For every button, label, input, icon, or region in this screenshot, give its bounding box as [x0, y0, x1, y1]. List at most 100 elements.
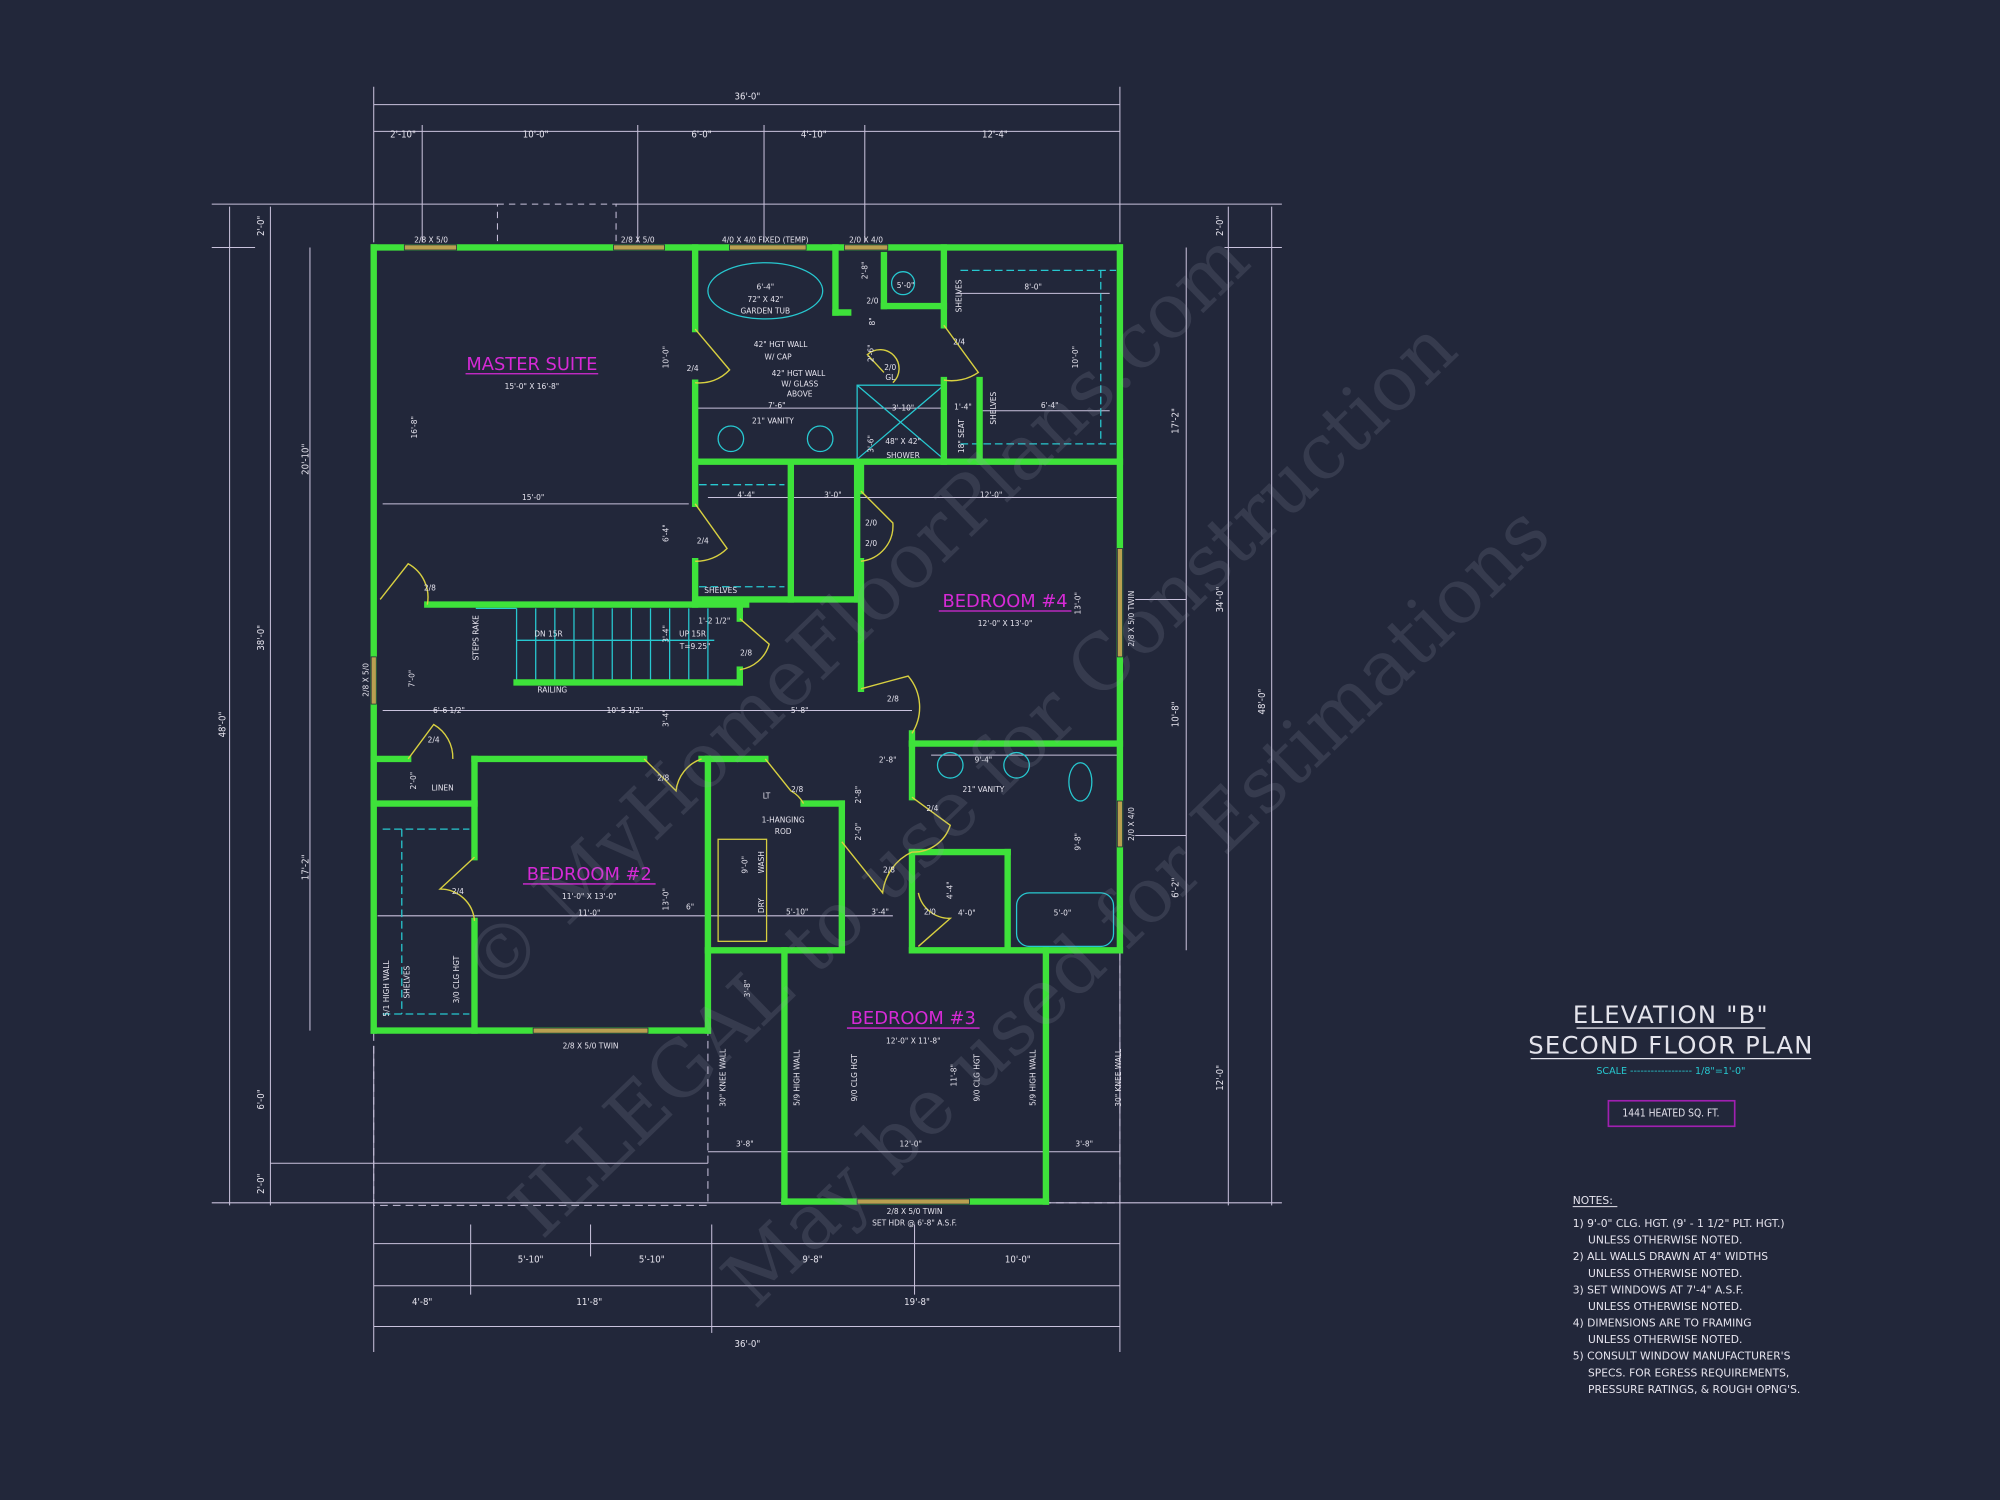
- note-line: 1) 9'-0" CLG. HGT. (9' - 1 1/2" PLT. HGT…: [1573, 1217, 1785, 1230]
- door-swing[interactable]: [407, 723, 454, 760]
- room-annotation: 10'-0": [1070, 346, 1080, 368]
- window[interactable]: [532, 1027, 649, 1034]
- room-size-bedroom-3: 12'-0" X 11'-8": [886, 1035, 941, 1045]
- dimension-label: 10'-0": [523, 130, 549, 141]
- room-name-master-suite: MASTER SUITE: [466, 354, 597, 375]
- room-annotation: 5/1 HIGH WALL: [381, 960, 391, 1017]
- room-size-bedroom-4: 12'-0" X 13'-0": [978, 618, 1033, 628]
- title-block: ELEVATION "B" SECOND FLOOR PLAN SCALE --…: [1528, 1001, 1813, 1128]
- window[interactable]: [403, 244, 458, 251]
- dimension-label: 20'-10": [301, 444, 312, 475]
- dimension-label: 5'-10": [518, 1255, 544, 1266]
- dimension-label: 19'-8": [904, 1297, 930, 1308]
- room-annotation: 2/8: [791, 784, 803, 794]
- room-annotation: 6": [686, 901, 694, 911]
- toilet: [1068, 762, 1093, 802]
- room-annotation: 3'-8": [736, 1139, 754, 1149]
- sink: [806, 425, 834, 453]
- room-annotation: 30" KNEE WALL: [718, 1048, 728, 1107]
- door-swing[interactable]: [438, 856, 476, 921]
- sink: [717, 425, 745, 453]
- room-annotation: 5'-8": [791, 705, 809, 715]
- window[interactable]: [370, 656, 377, 705]
- door-swing[interactable]: [379, 562, 429, 605]
- room-annotation: 1'-4": [954, 401, 972, 411]
- room-annotation: 6'-4": [1041, 400, 1059, 410]
- window[interactable]: [729, 244, 807, 251]
- room-annotation: 5'-0": [897, 280, 915, 290]
- title-line-1: ELEVATION "B": [1573, 1001, 1769, 1029]
- room-annotation: 2/0: [884, 362, 896, 372]
- room-annotation: 2'-0": [408, 772, 418, 790]
- dimension-label: 2'-0": [1215, 216, 1226, 236]
- room-annotation: 6'-6 1/2": [433, 705, 465, 715]
- room-annotation: 2/8: [657, 773, 669, 783]
- room-annotation: 2/4: [687, 363, 699, 373]
- dimension-label: 34'-0": [1215, 587, 1226, 613]
- door-swing[interactable]: [694, 328, 731, 384]
- note-line: 3) SET WINDOWS AT 7'-4" A.S.F.: [1573, 1283, 1744, 1296]
- door-swing[interactable]: [860, 490, 894, 562]
- dimension-label: 36'-0": [735, 1339, 761, 1350]
- title-line-2: SECOND FLOOR PLAN: [1528, 1032, 1813, 1060]
- window-label: 2/0 X 4/0: [1126, 807, 1136, 841]
- room-annotation: 16'-8": [409, 416, 419, 438]
- room-annotation: 2/4: [926, 803, 938, 813]
- door-swing[interactable]: [841, 841, 913, 895]
- window[interactable]: [1116, 800, 1123, 848]
- dimension-label: 2'-0": [256, 1173, 267, 1193]
- dimension-lines: [211, 86, 1282, 1353]
- window[interactable]: [1116, 548, 1123, 658]
- note-line: UNLESS OTHERWISE NOTED.: [1588, 1267, 1742, 1280]
- dimension-label: 17'-2": [1171, 408, 1182, 434]
- dimension-label: 10'-0": [1005, 1255, 1031, 1266]
- dashed-projection: [496, 203, 617, 248]
- door-swing[interactable]: [866, 348, 900, 384]
- room-annotation: 3'-4": [871, 906, 889, 916]
- room-annotation: 13'-0": [660, 888, 670, 910]
- room-annotation: 9'-4": [975, 755, 993, 765]
- room-annotation: 9/0 CLG HGT: [972, 1054, 982, 1102]
- room-annotation: SHELVES: [401, 965, 411, 998]
- dimension-label: 9'-8": [802, 1255, 822, 1266]
- room-annotation: 72" X 42": [747, 294, 783, 304]
- room-annotation: 2/0: [924, 906, 936, 916]
- door-swing[interactable]: [943, 324, 980, 382]
- window-label: 2/8 X 5/0: [414, 234, 448, 244]
- room-annotation: SHELVES: [988, 391, 998, 424]
- room-annotation: 11'-0": [578, 908, 600, 918]
- room-annotation: 2/4: [953, 336, 965, 346]
- door-swing[interactable]: [860, 675, 921, 734]
- window[interactable]: [613, 244, 665, 251]
- note-line: 2) ALL WALLS DRAWN AT 4" WIDTHS: [1573, 1250, 1769, 1263]
- room-annotation: 2/8: [740, 648, 752, 658]
- door-swing[interactable]: [739, 618, 770, 671]
- door-swing[interactable]: [911, 796, 952, 853]
- washer-dryer: [717, 838, 768, 942]
- dimension-label: 12'-4": [982, 130, 1008, 141]
- sink: [1003, 751, 1030, 779]
- note-line: UNLESS OTHERWISE NOTED.: [1588, 1300, 1742, 1313]
- labels: 36'-0"2'-10"10'-0"6'-0"4'-10"12'-4"5'-10…: [218, 91, 1269, 1349]
- window[interactable]: [856, 1198, 970, 1205]
- note-line: PRESSURE RATINGS, & ROUGH OPNG'S.: [1588, 1383, 1800, 1396]
- room-annotation: 7'-6": [768, 400, 786, 410]
- room-name-bedroom-3: BEDROOM #3: [851, 1008, 976, 1029]
- room-annotation: RAILING: [537, 685, 567, 695]
- door-swing[interactable]: [764, 758, 805, 804]
- room-annotation: 6'-4": [660, 524, 670, 542]
- door-swing[interactable]: [643, 758, 702, 793]
- door-swing[interactable]: [694, 503, 728, 562]
- window[interactable]: [844, 244, 889, 251]
- window-label: 4/0 X 4/0 FIXED (TEMP): [722, 234, 809, 244]
- room-annotation: GARDEN TUB: [741, 306, 791, 316]
- room-annotation: UP 15R: [679, 628, 706, 638]
- door-swing[interactable]: [917, 892, 953, 947]
- room-annotation: DN 15R: [534, 628, 562, 638]
- dimension-label: 17'-2": [301, 854, 312, 880]
- sink: [936, 751, 964, 779]
- room-annotation: 2/8: [883, 864, 895, 874]
- windows: [370, 244, 1123, 1205]
- room-annotation: 5/9 HIGH WALL: [792, 1049, 802, 1106]
